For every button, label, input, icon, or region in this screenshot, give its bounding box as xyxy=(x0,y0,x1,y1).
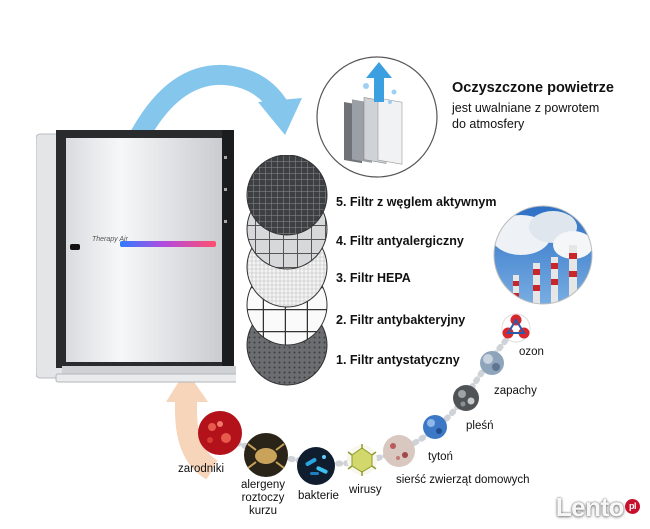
output-line-2: do atmosfery xyxy=(452,117,525,131)
ozone-molecule-icon xyxy=(501,313,531,343)
filter-stack xyxy=(246,155,328,386)
watermark-suffix: pl xyxy=(625,498,640,514)
output-line-1: jest uwalniane z powrotem xyxy=(452,101,600,115)
dust-mite-line-2: roztoczy xyxy=(241,492,285,504)
tobacco-icon xyxy=(423,415,447,439)
watermark-text: Lento xyxy=(555,492,625,522)
pet-hair-icon xyxy=(383,435,415,467)
purified-air-illustration xyxy=(316,56,438,178)
filter-label-4: 4. Filtr antyalergiczny xyxy=(336,234,464,248)
pollutant-label-bacteria: bakterie xyxy=(298,490,339,502)
filter-label-2: 2. Filtr antybakteryjny xyxy=(336,313,466,327)
odor-icon xyxy=(480,351,504,375)
pollutant-label-odors: zapachy xyxy=(494,385,537,397)
brand-logo: Therapy Air xyxy=(92,236,128,243)
pollutant-label-dust-mite: alergeny roztoczy kurzu xyxy=(238,479,288,518)
air-purifier: Therapy Air xyxy=(35,128,243,386)
dust-mite-line-1: alergeny xyxy=(240,479,286,491)
dust-mite-icon xyxy=(244,433,288,477)
spores-icon xyxy=(198,411,242,455)
dust-mite-line-3: kurzu xyxy=(248,505,278,517)
factory-chimneys-photo xyxy=(493,205,593,305)
output-title: Oczyszczone powietrze xyxy=(452,80,614,96)
filter-label-1: 1. Filtr antystatyczny xyxy=(336,353,460,367)
filter-label-3: 3. Filtr HEPA xyxy=(336,271,411,285)
pollutant-label-pet-hair: sierść zwierząt domowych xyxy=(396,474,530,486)
bacteria-icon xyxy=(297,447,335,485)
filter-5-disc xyxy=(246,155,328,236)
pollutant-label-spores: zarodniki xyxy=(178,463,225,475)
pollutant-label-virus: wirusy xyxy=(349,484,382,496)
pollutant-label-mold: pleśń xyxy=(466,420,494,432)
pollutant-label-tobacco: tytoń xyxy=(428,451,453,463)
upward-arrow-icon xyxy=(366,62,392,102)
virus-icon xyxy=(347,444,377,476)
pollutant-label-ozone: ozon xyxy=(519,346,544,358)
filter-label-5: 5. Filtr z węglem aktywnym xyxy=(336,195,497,209)
air-purifier-body xyxy=(35,130,243,383)
mold-icon xyxy=(453,385,479,411)
